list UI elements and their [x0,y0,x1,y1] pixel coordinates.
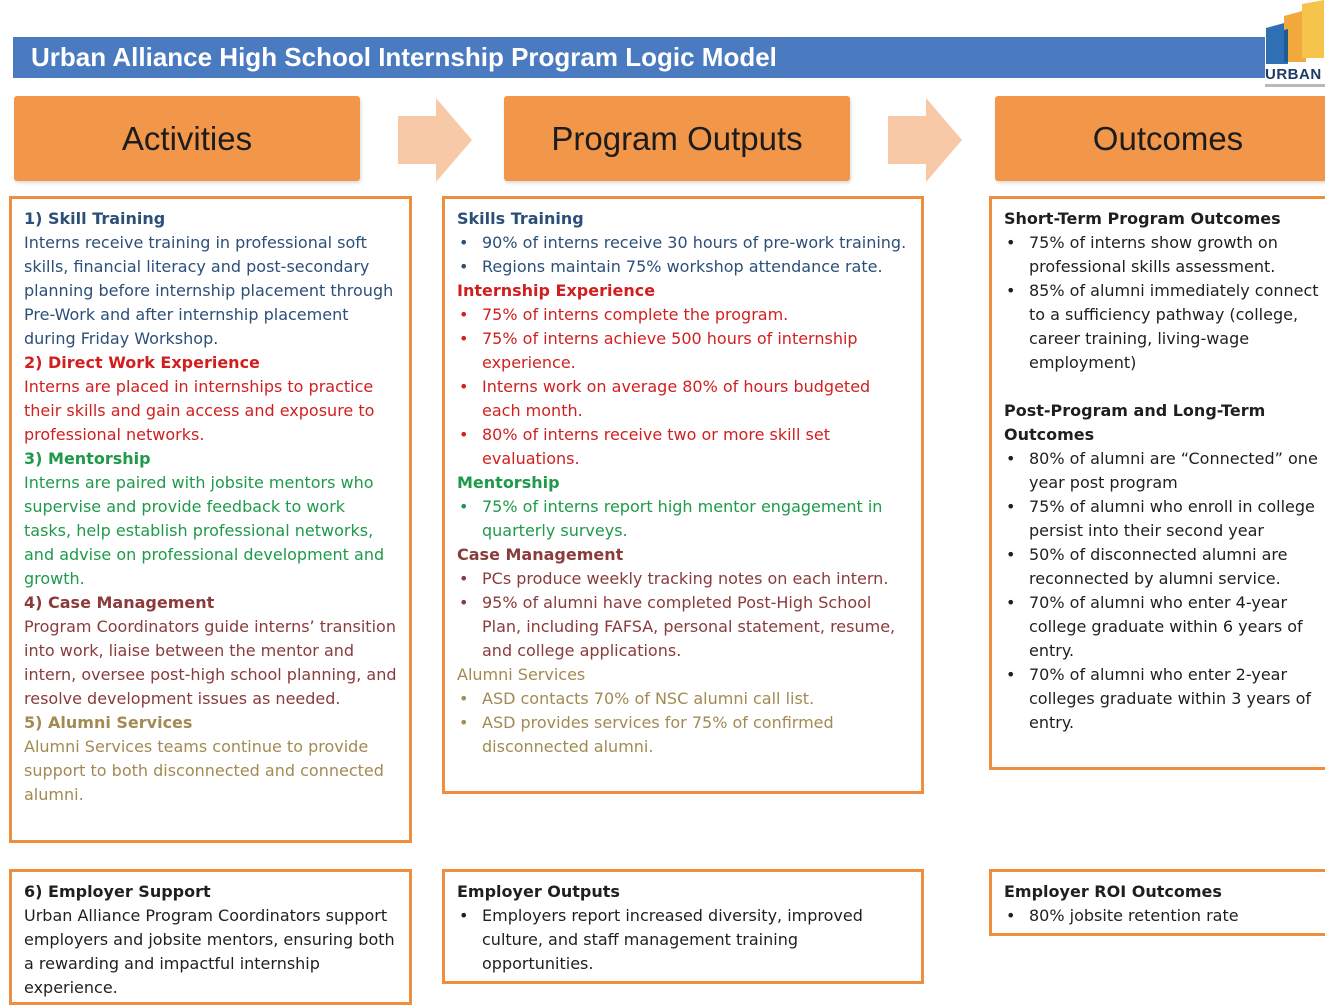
logo-text: URBAN [1265,66,1322,83]
list-item: 70% of alumni who enter 2-year colleges … [1004,663,1319,735]
list-item: 80% jobsite retention rate [1004,904,1319,928]
list-item: 50% of disconnected alumni are reconnect… [1004,543,1319,591]
outcome-long-term-title: Post-Program and Long-Term Outcomes [1004,401,1266,444]
arrow-right-icon [398,98,472,182]
activity-direct-work-text: Interns are placed in internships to pra… [24,377,375,444]
title-bar: Urban Alliance High School Internship Pr… [13,37,1265,78]
urban-logo: URBAN [1262,0,1325,92]
output-internship-experience-list: 75% of interns complete the program. 75%… [457,303,909,471]
spacer [1004,375,1319,399]
output-alumni-services-list: ASD contacts 70% of NSC alumni call list… [457,687,909,759]
list-item: 75% of interns achieve 500 hours of inte… [457,327,909,375]
employer-roi-title: Employer ROI Outcomes [1004,882,1222,901]
outcomes-header: Outcomes [995,96,1325,181]
employer-outputs-title: Employer Outputs [457,882,620,901]
activity-alumni-services-text: Alumni Services teams continue to provid… [24,737,384,804]
employer-roi-panel: Employer ROI Outcomes 80% jobsite retent… [989,869,1325,936]
list-item: ASD provides services for 75% of confirm… [457,711,909,759]
outcome-long-term-list: 80% of alumni are “Connected” one year p… [1004,447,1319,735]
output-case-management-title: Case Management [457,545,624,564]
list-item: 80% of interns receive two or more skill… [457,423,909,471]
activity-skill-training-title: 1) Skill Training [24,209,166,228]
outcomes-panel: Short-Term Program Outcomes 75% of inter… [989,196,1325,770]
list-item: Employers report increased diversity, im… [457,904,909,976]
activities-header-label: Activities [121,119,253,157]
list-item: 75% of interns show growth on profession… [1004,231,1319,279]
employer-support-title: 6) Employer Support [24,882,211,901]
output-alumni-services-title: Alumni Services [457,665,586,684]
arrow-right-icon [888,98,962,182]
activity-mentorship-title: 3) Mentorship [24,449,151,468]
activity-case-management-title: 4) Case Management [24,593,215,612]
list-item: 95% of alumni have completed Post-High S… [457,591,909,663]
outcomes-header-label: Outcomes [1092,119,1244,157]
output-mentorship-title: Mentorship [457,473,560,492]
activities-panel: 1) Skill Training Interns receive traini… [9,196,412,843]
list-item: 75% of interns report high mentor engage… [457,495,909,543]
list-item: 80% of alumni are “Connected” one year p… [1004,447,1319,495]
list-item: 70% of alumni who enter 4-year college g… [1004,591,1319,663]
activities-header: Activities [14,96,360,181]
employer-support-panel: 6) Employer Support Urban Alliance Progr… [9,869,412,1005]
list-item: 90% of interns receive 30 hours of pre-w… [457,231,909,255]
list-item: Interns work on average 80% of hours bud… [457,375,909,423]
output-case-management-list: PCs produce weekly tracking notes on eac… [457,567,909,663]
list-item: Regions maintain 75% workshop attendance… [457,255,909,279]
output-skills-training-title: Skills Training [457,209,584,228]
employer-roi-list: 80% jobsite retention rate [1004,904,1319,928]
output-mentorship-list: 75% of interns report high mentor engage… [457,495,909,543]
urban-logo-icon [1266,0,1324,64]
employer-outputs-panel: Employer Outputs Employers report increa… [442,869,924,984]
employer-support-text: Urban Alliance Program Coordinators supp… [24,906,395,997]
outcome-short-term-list: 75% of interns show growth on profession… [1004,231,1319,375]
activity-case-management-text: Program Coordinators guide interns’ tran… [24,617,397,708]
activity-mentorship-text: Interns are paired with jobsite mentors … [24,473,385,588]
list-item: 75% of interns complete the program. [457,303,909,327]
program-outputs-panel: Skills Training 90% of interns receive 3… [442,196,924,794]
page-title: Urban Alliance High School Internship Pr… [31,42,777,72]
activity-skill-training-text: Interns receive training in professional… [24,233,394,348]
activity-alumni-services-title: 5) Alumni Services [24,713,193,732]
logo-tagline [1265,84,1325,87]
activity-direct-work-title: 2) Direct Work Experience [24,353,260,372]
employer-outputs-list: Employers report increased diversity, im… [457,904,909,976]
list-item: 75% of alumni who enroll in college pers… [1004,495,1319,543]
output-internship-experience-title: Internship Experience [457,281,656,300]
output-skills-training-list: 90% of interns receive 30 hours of pre-w… [457,231,909,279]
list-item: ASD contacts 70% of NSC alumni call list… [457,687,909,711]
outcome-short-term-title: Short-Term Program Outcomes [1004,209,1281,228]
list-item: 85% of alumni immediately connect to a s… [1004,279,1319,375]
list-item: PCs produce weekly tracking notes on eac… [457,567,909,591]
program-outputs-header-label: Program Outputs [551,119,803,157]
program-outputs-header: Program Outputs [504,96,850,181]
